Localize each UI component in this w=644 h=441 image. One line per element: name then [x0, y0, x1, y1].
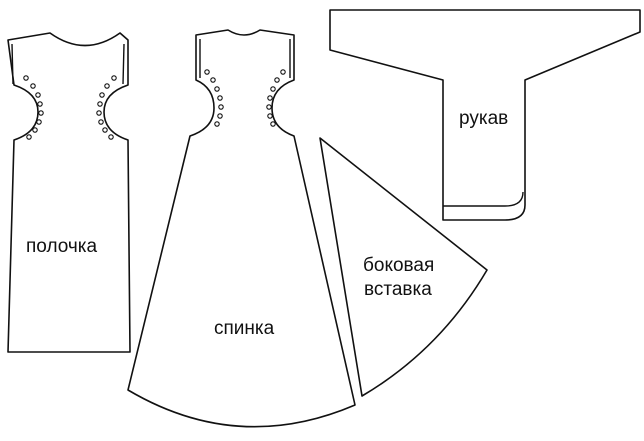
back-piece-outline: [127, 29, 356, 428]
front-piece: [7, 32, 131, 353]
front-right-armhole-dots: [96, 75, 117, 140]
back-piece: [127, 29, 356, 428]
back-right-armhole-dots: [266, 69, 286, 127]
label-side-insert-line1: боковая: [363, 255, 435, 276]
front-left-shoulder-seam: [11, 43, 14, 85]
label-side-insert-line2: вставка: [364, 279, 432, 300]
front-piece-outline: [7, 32, 131, 353]
sleeve-piece: [329, 9, 641, 221]
label-back: спинка: [214, 318, 275, 339]
back-left-armhole-dots: [204, 69, 224, 127]
side-insert-outline: [319, 137, 488, 397]
label-sleeve: рукав: [459, 108, 509, 129]
side-insert-piece: [319, 137, 488, 397]
front-right-shoulder-seam: [122, 43, 125, 85]
front-left-armhole-dots: [23, 75, 44, 140]
sleeve-cuff-line: [443, 191, 524, 207]
sleeve-outline: [329, 9, 641, 221]
label-front: полочка: [26, 236, 98, 257]
